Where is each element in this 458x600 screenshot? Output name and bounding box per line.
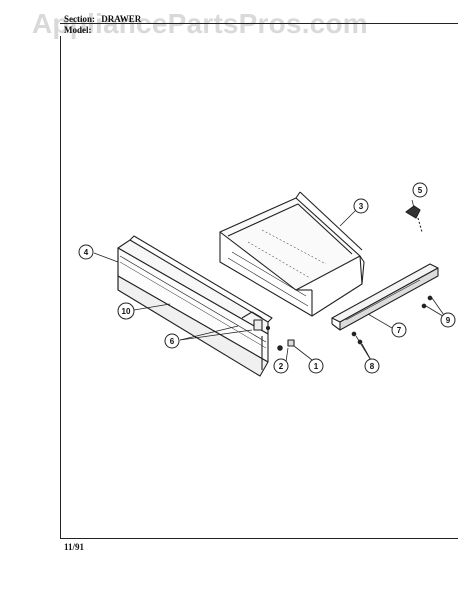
- leader-lines: [93, 199, 447, 363]
- svg-text:2: 2: [279, 362, 284, 371]
- section-value: DRAWER: [101, 14, 142, 24]
- svg-text:10: 10: [122, 307, 131, 316]
- frame-left-border: [60, 36, 61, 538]
- callout-9: 9: [440, 312, 456, 328]
- svg-text:4: 4: [84, 248, 89, 257]
- svg-text:5: 5: [418, 186, 423, 195]
- callout-7: 7: [391, 322, 407, 338]
- model-header: Model:: [64, 25, 92, 35]
- callout-4: 4: [78, 244, 94, 260]
- callout-3: 3: [353, 198, 369, 214]
- svg-text:6: 6: [170, 337, 175, 346]
- callout-5: 5: [412, 182, 428, 198]
- callout-1: 1: [308, 358, 324, 374]
- callout-8: 8: [364, 358, 380, 374]
- callout-2: 2: [273, 358, 289, 374]
- svg-text:3: 3: [359, 202, 364, 211]
- svg-text:8: 8: [370, 362, 375, 371]
- model-label: Model:: [64, 25, 92, 35]
- footer-date: 11/91: [64, 542, 85, 552]
- frame-bottom-border: [60, 538, 458, 539]
- drawer-front-panel: [117, 235, 273, 377]
- svg-text:1: 1: [314, 362, 319, 371]
- frame-top-border: [60, 23, 458, 24]
- hardware-screws: [265, 205, 433, 351]
- section-label: Section:: [64, 14, 95, 24]
- callout-6: 6: [164, 333, 180, 349]
- callout-10: 10: [117, 302, 135, 320]
- section-header: Section: DRAWER: [64, 14, 141, 24]
- slide-rail: [331, 263, 439, 331]
- svg-text:9: 9: [446, 316, 451, 325]
- svg-text:7: 7: [397, 326, 402, 335]
- drawer-box: [219, 191, 365, 317]
